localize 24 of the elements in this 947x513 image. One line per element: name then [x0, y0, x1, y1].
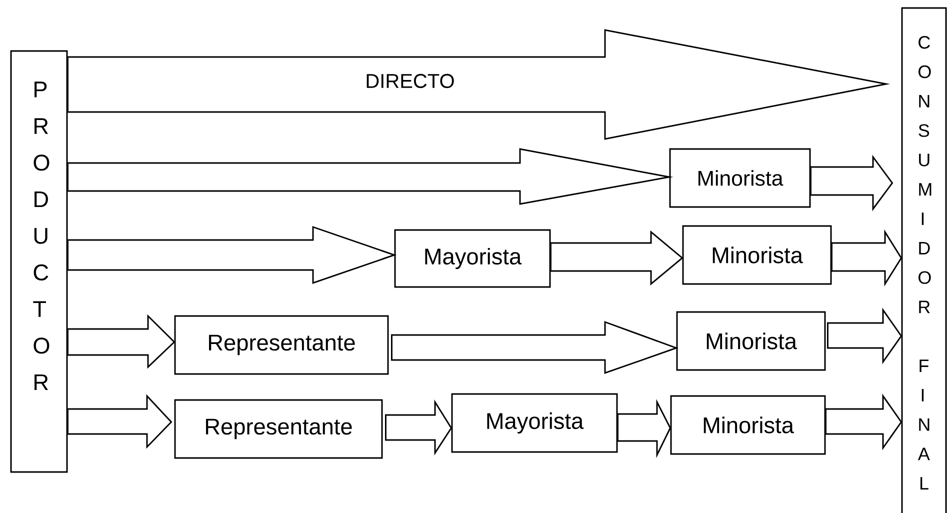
process-box: Minorista [670, 395, 826, 455]
block-arrow [67, 394, 172, 449]
vertical-text-box: CONSUMIDOR FINAL [901, 7, 947, 513]
block-arrow [385, 399, 452, 456]
block-arrow [825, 394, 902, 450]
process-box: Minorista [682, 225, 832, 285]
process-box: Representante [174, 399, 383, 459]
block-arrow [67, 29, 890, 140]
block-arrow [67, 148, 674, 205]
block-arrow [67, 314, 176, 369]
block-arrow [67, 226, 397, 284]
vertical-text-box: PRODUCTOR [10, 50, 68, 473]
process-box: Mayorista [451, 393, 618, 453]
block-arrow [617, 398, 672, 458]
process-box: Mayorista [394, 229, 551, 288]
block-arrow [550, 230, 684, 286]
block-arrow [827, 308, 902, 364]
block-arrow [810, 154, 894, 212]
edge-label: DIRECTO [364, 72, 456, 90]
process-box: Minorista [669, 148, 811, 208]
block-arrow [391, 320, 678, 374]
block-arrow [831, 229, 902, 287]
process-box: Representante [174, 315, 389, 375]
process-box: Minorista [676, 311, 826, 371]
